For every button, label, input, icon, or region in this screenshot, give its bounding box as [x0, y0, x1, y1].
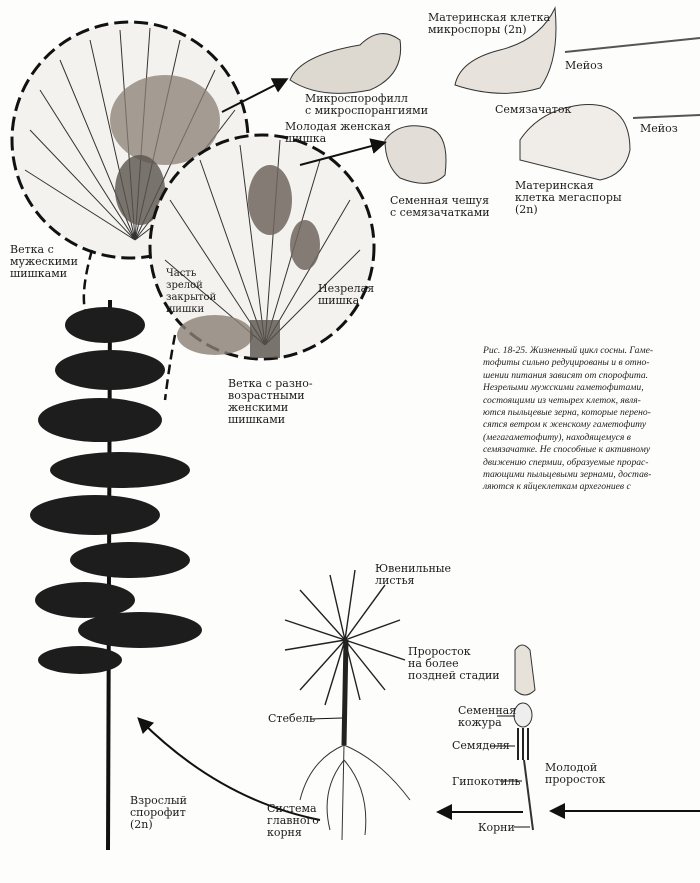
label-meiosis-male: Мейоз: [565, 59, 603, 72]
figure-caption: Рис. 18-25. Жизненный цикл сосны. Гаме- …: [483, 345, 698, 494]
young-female-cone-icon: [248, 165, 292, 235]
label-microsporophyll: Микроспорофилл с микроспорангиями: [305, 92, 429, 117]
label-adult-sporophyte: Взрослый спорофит (2n): [130, 794, 187, 831]
microsporangium-icon: [454, 6, 557, 94]
caption-line: Рис. 18-25. Жизненный цикл сосны. Гаме-: [483, 345, 654, 356]
label-later-seedling: Проросток на более поздней стадии: [408, 645, 500, 682]
label-megaspore-mother-cell: Материнская клетка мегаспоры (2n): [515, 179, 622, 216]
label-taproot-system: Система главного корня: [267, 802, 319, 839]
caption-line: ются пыльцевые зерна, которые перено-: [483, 407, 651, 419]
label-seed-scale: Семенная чешуя с семязачатками: [390, 194, 490, 219]
female-cone-branch-inset: [148, 133, 376, 361]
label-hypocotyl: Гипокотиль: [452, 775, 521, 788]
male-cones-icon: [110, 75, 220, 165]
label-juvenile-leaves: Ювенильные листья: [375, 562, 452, 587]
later-seedling-icon: [284, 569, 411, 841]
label-meiosis-female: Мейоз: [640, 122, 678, 135]
young-seedling-icon: [513, 644, 536, 831]
adult-tree-icon: [30, 299, 202, 851]
caption-line: Незрелыми мужскими гаметофитами,: [483, 382, 644, 394]
label-roots: Корни: [478, 821, 515, 834]
label-branch-male-cones: Ветка с мужескими шишками: [10, 243, 78, 280]
caption-line: сятся ветром к женскому гаметофиту: [483, 419, 647, 431]
caption-line: (мегагаметофиту), находящемуся в: [483, 431, 631, 443]
label-young-female-cone: Молодая женская шишка: [285, 120, 391, 145]
caption-line: состоящими из четырех клеток, явля-: [483, 394, 641, 406]
label-cotyledon: Семядоля: [452, 739, 510, 752]
caption-line: тофиты сильно редуцированы и в отно-: [483, 357, 650, 369]
label-microspore-mother-cell: Материнская клетка микроспоры (2n): [428, 11, 551, 36]
label-seed-coat: Семенная кожура: [458, 704, 517, 729]
immature-cone-icon: [290, 220, 320, 270]
label-immature-cone: Незрелая шишка: [318, 282, 375, 307]
caption-line: шении питания зависят от спорофита.: [483, 369, 649, 381]
caption-line: движению спермии, образуемые прорас-: [483, 456, 649, 468]
microsporophyll-icon: [289, 33, 402, 94]
label-young-seedling: Молодой проросток: [545, 761, 606, 786]
label-mature-closed-cone: Часть зрелой закрытой шишки: [166, 268, 217, 315]
caption-line: ляются к яйцеклеткам архегониев с: [483, 481, 631, 493]
ovule-icon: [519, 104, 631, 181]
caption-line: семязачатке. Не способные к активному: [483, 444, 651, 456]
label-stem: Стебель: [268, 712, 316, 725]
label-ovule: Семязачаток: [495, 103, 572, 116]
seed-scale-icon: [384, 125, 447, 184]
label-branch-female-cones: Ветка с разно- возрастными женскими шишк…: [228, 377, 313, 426]
mature-cone-icon: [177, 315, 253, 355]
caption-line: тающими пыльцевыми зернами, достав-: [483, 469, 652, 481]
